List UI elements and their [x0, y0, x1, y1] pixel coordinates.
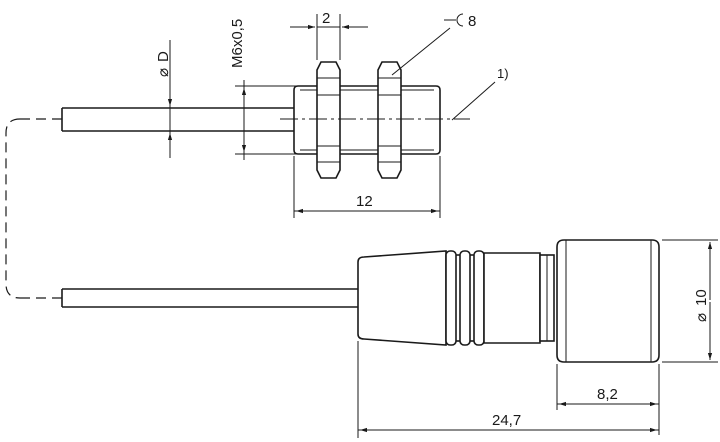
length-8-2-label: 8,2: [597, 386, 618, 403]
nut-width-label: 2: [322, 10, 330, 27]
dia-d-label: D: [155, 51, 172, 62]
sensor-body: [293, 85, 441, 155]
dim-diameter-d: ⌀ D: [155, 40, 173, 158]
dim-diameter-10: ⌀ 10: [662, 239, 718, 363]
hex-nut-left: [316, 61, 341, 179]
connector-rings: [445, 250, 485, 346]
connector-view: ⌀ 10 8,2 24,7: [20, 239, 718, 438]
wrench-size-label: 8: [468, 13, 476, 30]
hex-nut-right: [377, 61, 402, 179]
dim-thread: M6x0,5: [229, 19, 296, 160]
wrench-size-callout: 8: [391, 13, 476, 76]
dim-length-12: 12: [293, 156, 441, 218]
dia-d-symbol: ⌀: [155, 68, 172, 77]
dim-length-8-2: 8,2: [556, 364, 660, 435]
cable-top: [20, 107, 296, 132]
cable-bottom: [20, 288, 358, 308]
wrench-size-icon: [444, 13, 464, 27]
dia-10-label: 10: [693, 289, 710, 306]
note-1-label: 1): [497, 66, 509, 81]
coupling-nut: [556, 239, 660, 363]
note-1-callout: 1): [451, 66, 509, 121]
sensor-head-view: ⌀ D M6x0,5 2 8: [20, 10, 509, 218]
cable-loop: [5, 118, 21, 299]
connector-body: [483, 252, 555, 344]
dia-10-symbol: ⌀: [693, 313, 710, 322]
length-12-label: 12: [356, 193, 373, 210]
length-24-7-label: 24,7: [492, 412, 521, 429]
thread-label: M6x0,5: [229, 19, 246, 68]
dim-nut-width: 2: [290, 10, 368, 60]
dim-length-24-7: 24,7: [357, 341, 659, 438]
connector-grip: [357, 250, 447, 346]
